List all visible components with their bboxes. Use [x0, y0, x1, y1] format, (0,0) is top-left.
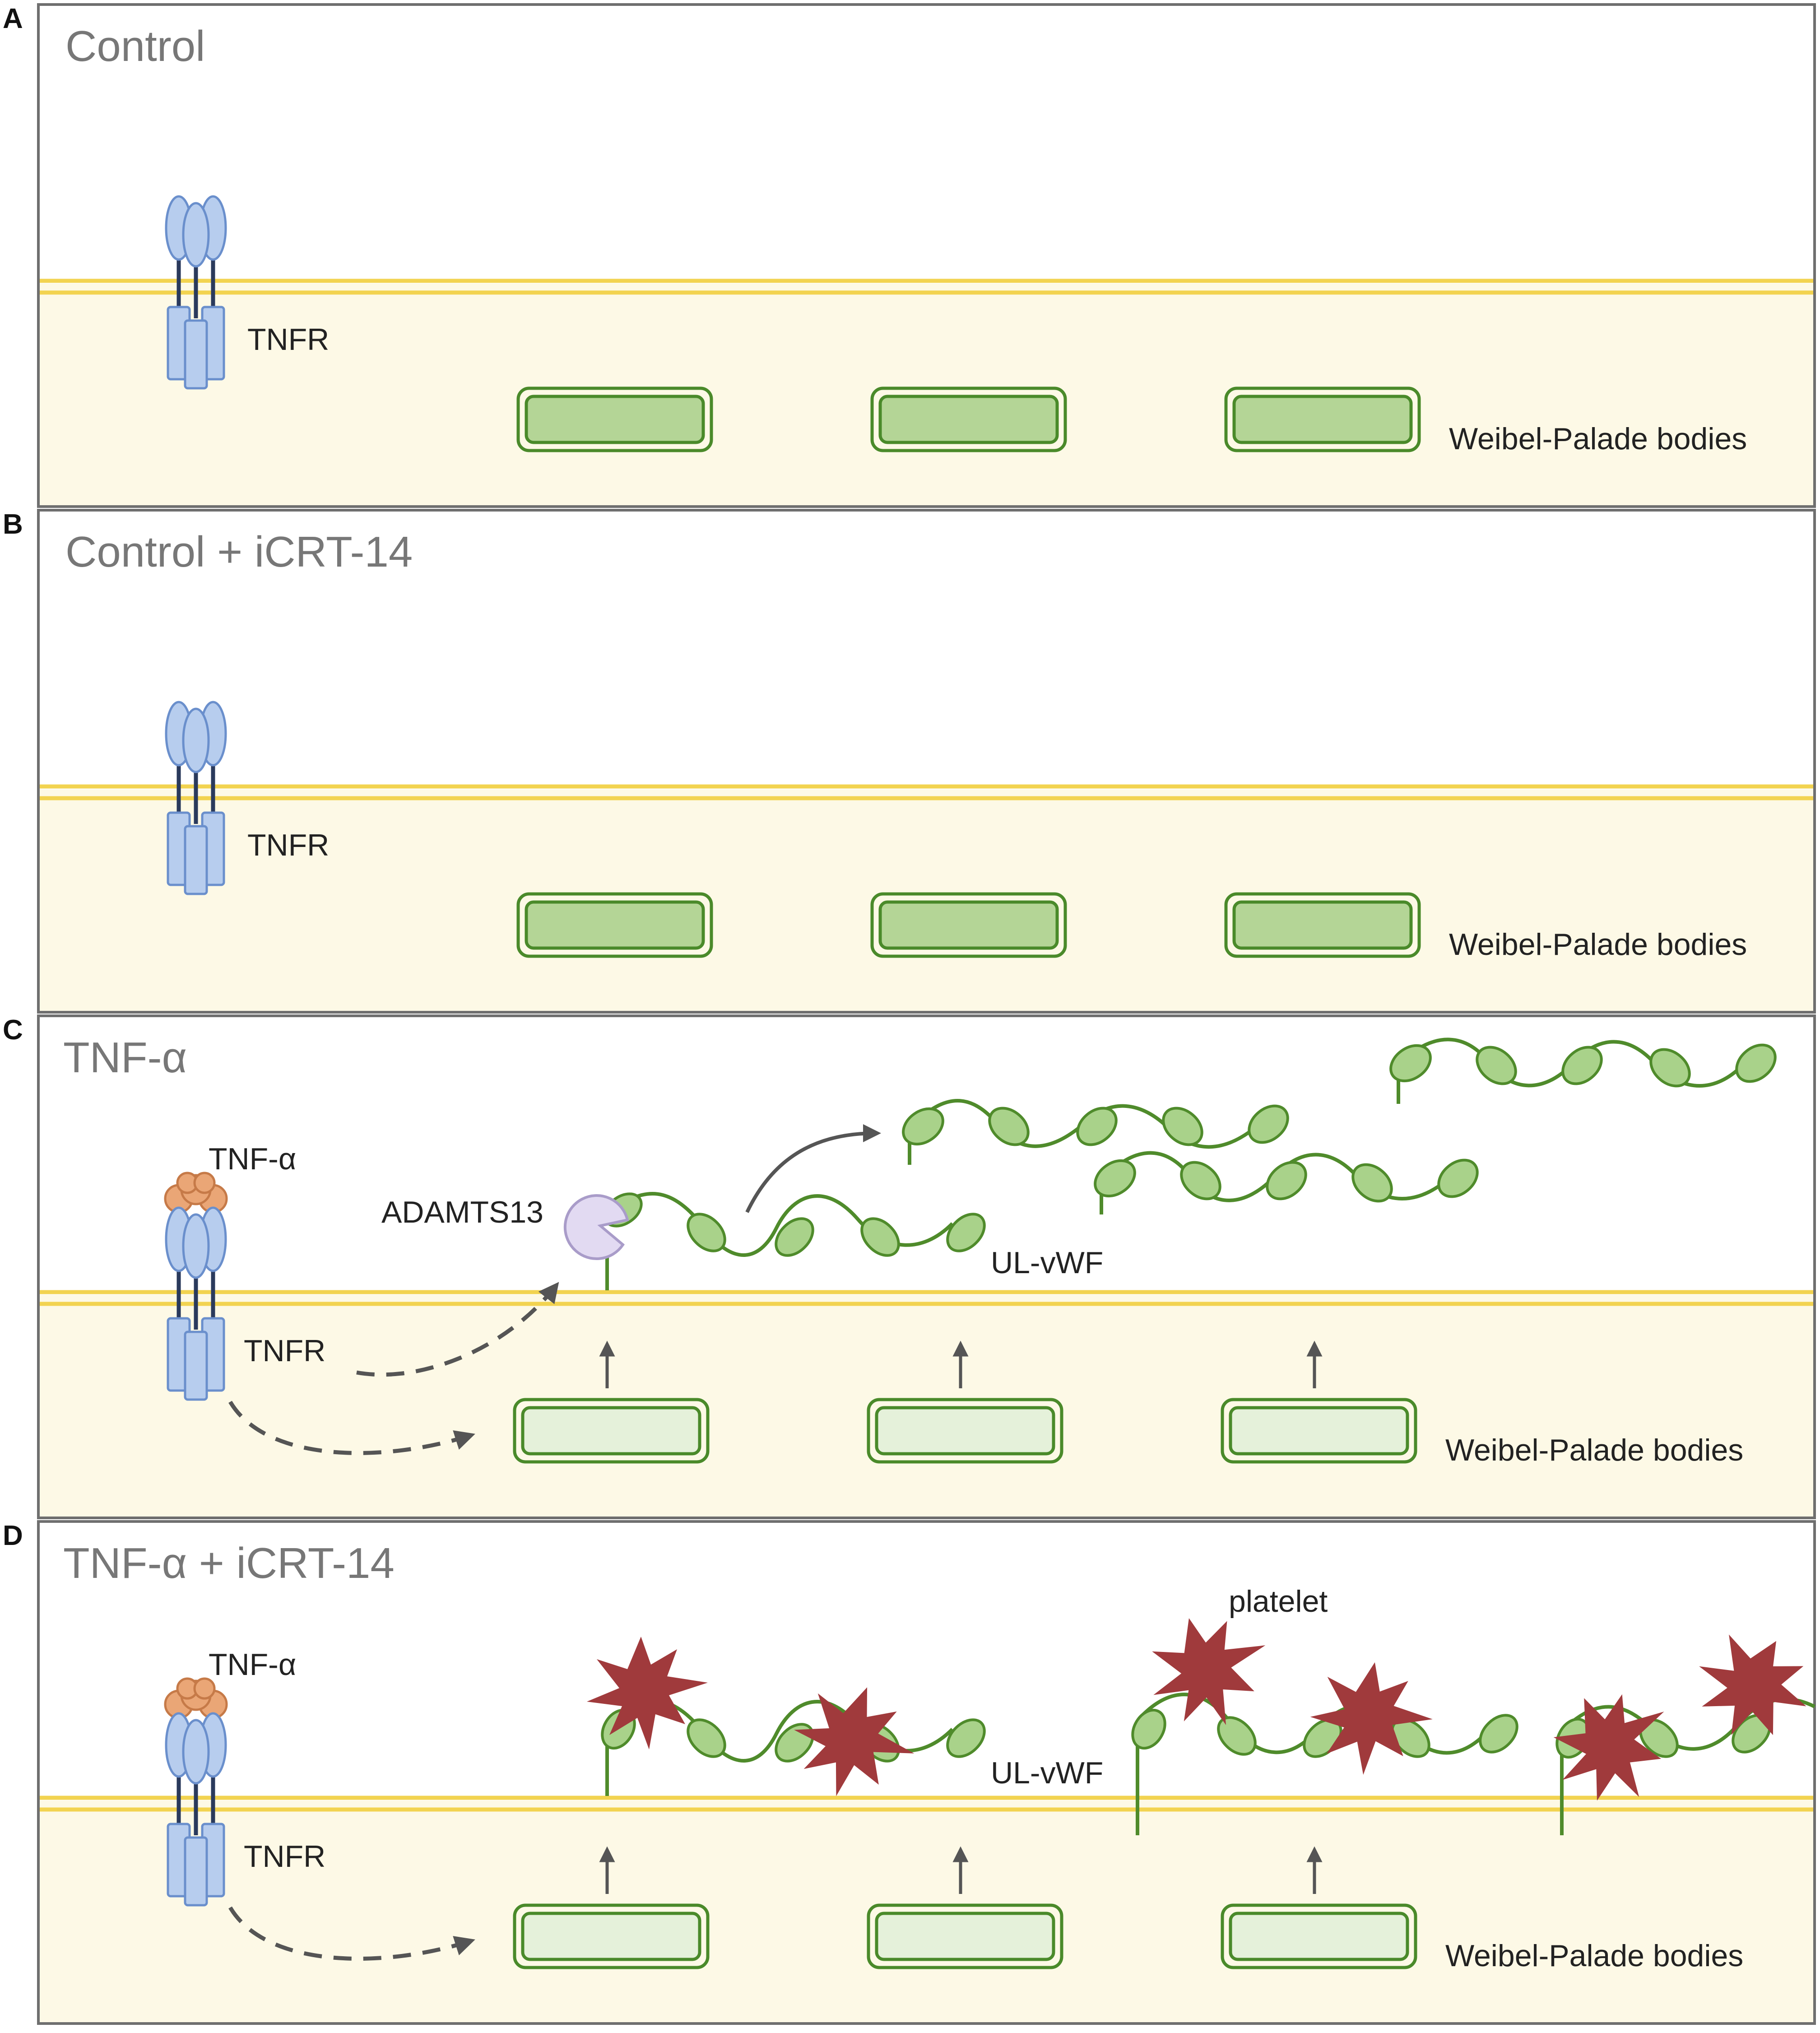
panel-frame — [37, 1520, 1816, 2025]
platelet-icon — [587, 1637, 708, 1749]
wpb-label: Weibel-Palade bodies — [1445, 1939, 1743, 1973]
arrow-icon — [228, 1906, 475, 1961]
platelet-icon — [1310, 1662, 1433, 1775]
weibel-palade-body-icon — [867, 1903, 1063, 1969]
panel-frame — [37, 509, 1816, 1014]
panel-title: TNF-α + iCRT-14 — [63, 1539, 395, 1587]
adamts13-enzyme-icon — [563, 1194, 629, 1261]
weibel-palade-body-icon — [870, 892, 1067, 958]
panel-title: Control + iCRT-14 — [65, 528, 413, 576]
panel-letter: C — [3, 1014, 23, 1046]
tnfr-label: TNFR — [247, 322, 329, 357]
platelet-icon — [1553, 1694, 1664, 1801]
platelet-icon — [1152, 1618, 1266, 1725]
panel-b: B Control + iCRT-14 TNFR Weibel-Palade b… — [3, 509, 1816, 1014]
tnfr-receptor-icon — [165, 1206, 227, 1401]
weibel-palade-body-icon — [1224, 892, 1421, 958]
arrow-icon — [745, 1124, 881, 1213]
adamts13-label: ADAMTS13 — [381, 1195, 543, 1229]
weibel-palade-body-icon — [1221, 1398, 1417, 1464]
vwf-multimer-icon — [1094, 1151, 1479, 1214]
ul-vwf-label: UL-vWF — [991, 1756, 1103, 1790]
vwf-multimer-icon — [902, 1098, 1289, 1165]
panel-letter: D — [3, 1520, 23, 1551]
tnfr-label: TNFR — [244, 1334, 325, 1368]
tnf-alpha-trimer-icon — [164, 1677, 228, 1719]
wpb-label: Weibel-Palade bodies — [1449, 422, 1747, 456]
arrow-icon — [356, 1282, 559, 1377]
platelet-icon — [1699, 1634, 1806, 1735]
weibel-palade-body-icon — [870, 386, 1067, 452]
weibel-palade-body-icon — [513, 1398, 710, 1464]
tnf-alpha-label: TNF-α — [209, 1142, 296, 1176]
weibel-palade-body-icon — [513, 1903, 710, 1969]
panel-title: TNF-α — [63, 1033, 187, 1082]
vwf-multimer-icon — [1389, 1037, 1777, 1104]
panel-frame — [37, 1014, 1816, 1519]
tnfr-label: TNFR — [244, 1839, 325, 1874]
platelet-icon — [794, 1687, 915, 1796]
weibel-palade-body-icon — [1221, 1903, 1417, 1969]
weibel-palade-body-icon — [867, 1398, 1063, 1464]
panel-d: D TNF-α + iCRT-14 TNF-α TNFR — [3, 1520, 1816, 2025]
platelet-label: platelet — [1229, 1584, 1328, 1619]
panel-a: A Control TNFR Weibel-Palade bodies — [3, 3, 1816, 508]
tnf-alpha-label: TNF-α — [209, 1647, 296, 1682]
panel-letter: B — [3, 509, 23, 540]
weibel-palade-body-icon — [516, 386, 713, 452]
panel-frame — [37, 3, 1816, 508]
wpb-label: Weibel-Palade bodies — [1449, 927, 1747, 962]
tnfr-receptor-icon — [165, 701, 227, 895]
vwf-multimer-icon — [603, 1192, 986, 1257]
panel-letter: A — [3, 3, 23, 34]
arrow-icon — [228, 1400, 475, 1455]
ul-vwf-label: UL-vWF — [991, 1246, 1103, 1280]
tnfr-receptor-icon — [165, 195, 227, 390]
weibel-palade-body-icon — [516, 892, 713, 958]
panel-title: Control — [65, 22, 205, 70]
weibel-palade-body-icon — [1224, 386, 1421, 452]
panel-c: C TNF-α TNF-α TNFR — [3, 1014, 1816, 1519]
tnfr-receptor-icon — [165, 1712, 227, 1907]
tnf-alpha-trimer-icon — [164, 1172, 228, 1214]
wpb-label: Weibel-Palade bodies — [1445, 1433, 1743, 1467]
tnfr-label: TNFR — [247, 828, 329, 862]
